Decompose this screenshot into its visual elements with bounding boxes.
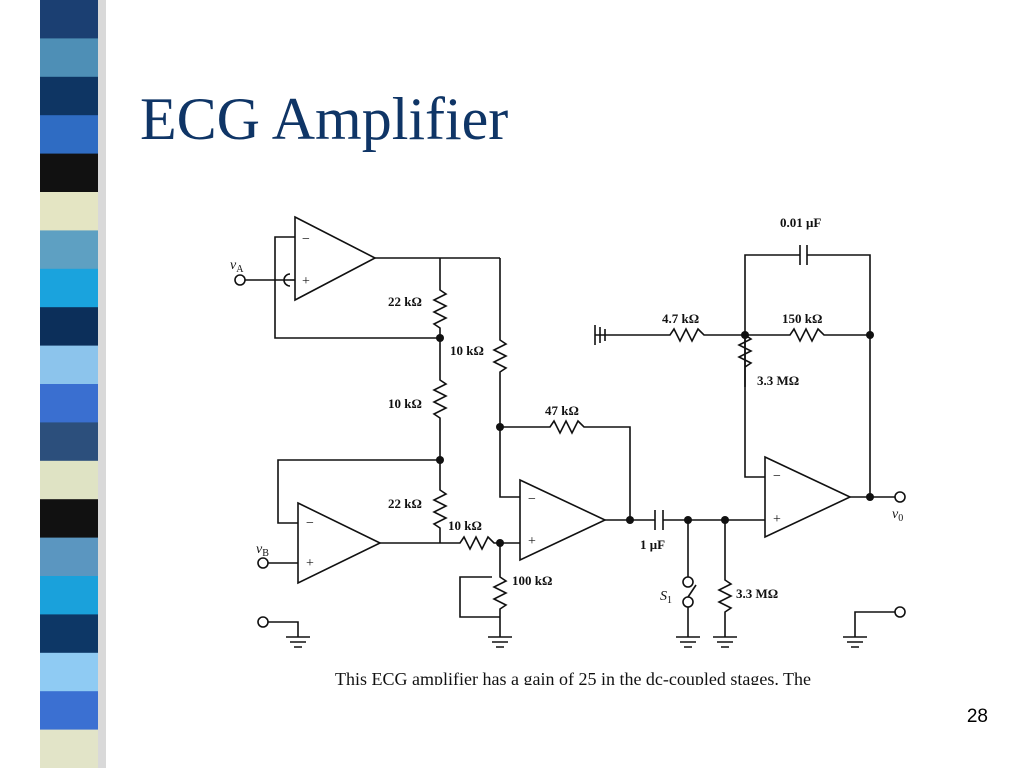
- r-22k-bottom-label: 22 kΩ: [388, 496, 422, 511]
- stripe-block: [40, 307, 98, 347]
- op-amp-a-minus: −: [302, 232, 310, 247]
- op-amp-b-plus: +: [306, 556, 314, 571]
- stripe-block: [40, 76, 98, 117]
- c-0-01uf-label: 0.01 μF: [780, 215, 821, 230]
- switch-s1-label: S1: [660, 589, 672, 606]
- stripe-block: [40, 691, 98, 731]
- r-10k-input-label: 10 kΩ: [448, 518, 482, 533]
- stripe-block: [40, 729, 98, 768]
- slide-title: ECG Amplifier: [140, 86, 509, 152]
- stripe-block: [40, 652, 98, 693]
- op-amp-d: − +: [764, 455, 852, 539]
- stripe-block: [40, 345, 98, 385]
- stripe-block: [40, 115, 98, 155]
- r-47k-label: 47 kΩ: [545, 403, 579, 418]
- r-3-3M-shunt-label: 3.3 MΩ: [736, 586, 778, 601]
- op-amp-c-plus: +: [528, 534, 536, 549]
- stripe-block: [40, 230, 98, 270]
- input-terminal-b: [257, 557, 269, 569]
- r-22k-top-label: 22 kΩ: [388, 294, 422, 309]
- stripe-block: [40, 460, 98, 501]
- op-amp-c-minus: −: [528, 492, 536, 507]
- op-amp-b-minus: −: [306, 516, 314, 531]
- input-b-label: vB: [256, 542, 269, 559]
- stripe-block: [40, 614, 98, 654]
- stripe-block: [40, 537, 98, 577]
- op-amp-d-minus: −: [773, 469, 781, 484]
- input-terminal-a: [234, 274, 246, 286]
- r-150k-label: 150 kΩ: [782, 311, 822, 326]
- stripe-block: [40, 499, 98, 539]
- stripe-block: [40, 153, 98, 193]
- ecg-amplifier-circuit-diagram: − + vA 22 kΩ 10 kΩ 22 kΩ − + vB 10 kΩ 10…: [230, 215, 906, 685]
- stripe-block: [40, 268, 98, 309]
- output-terminal: [894, 491, 906, 503]
- r-4-7k-label: 4.7 kΩ: [662, 311, 699, 326]
- op-amp-a-plus: +: [302, 274, 310, 289]
- input-a-label: vA: [230, 258, 244, 275]
- op-amp-a: − +: [294, 215, 377, 302]
- c-1uf-label: 1 μF: [640, 537, 665, 552]
- op-amp-b: − +: [297, 501, 382, 585]
- stripe-block: [40, 192, 98, 232]
- stripe-block: [40, 38, 98, 78]
- r-10k-vertical-label: 10 kΩ: [450, 343, 484, 358]
- page-number: 28: [966, 706, 988, 727]
- r-100k-pot-label: 100 kΩ: [512, 573, 552, 588]
- figure-caption-partial: This ECG amplifier has a gain of 25 in t…: [335, 669, 811, 685]
- stripe-shadow: [98, 0, 106, 768]
- r-3-3M-bias-label: 3.3 MΩ: [757, 373, 799, 388]
- resistor-chain: [432, 258, 448, 543]
- stripe-block: [40, 0, 98, 40]
- decorative-color-stripe: [40, 0, 106, 768]
- stripe-block: [40, 422, 98, 462]
- op-amp-d-plus: +: [773, 512, 781, 527]
- op-amp-c: − +: [519, 478, 607, 562]
- r-10k-mid-label: 10 kΩ: [388, 396, 422, 411]
- output-label: v0: [892, 507, 903, 524]
- stripe-block: [40, 576, 98, 616]
- stripe-block: [40, 384, 98, 424]
